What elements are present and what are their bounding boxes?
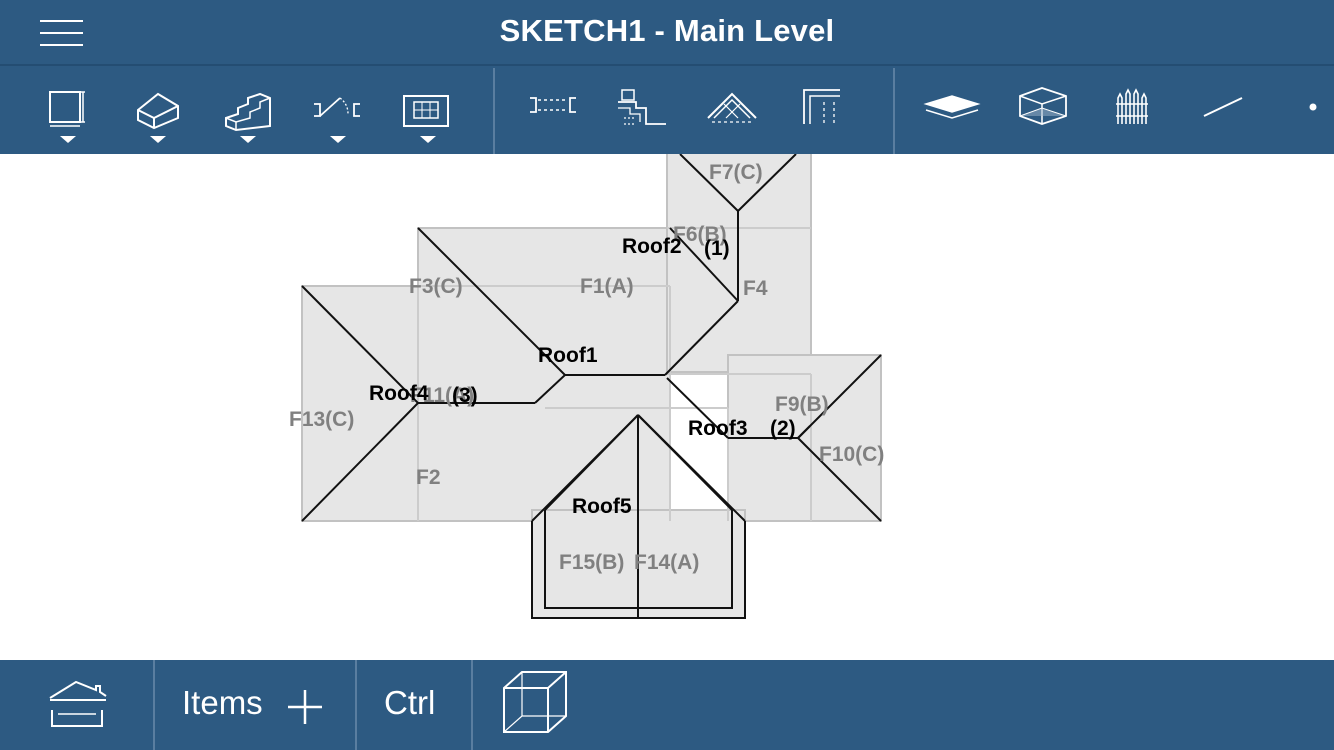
- face-label: F6(B): [673, 223, 727, 246]
- roof-label: Roof5: [572, 495, 632, 518]
- wall-guides: [417, 227, 812, 521]
- face-label: F14(A): [634, 551, 699, 574]
- roof-label: (1): [704, 237, 730, 260]
- door-tool-button[interactable]: [306, 84, 370, 146]
- wall-opening-icon: [530, 97, 576, 113]
- window-tool-button[interactable]: [396, 84, 460, 146]
- ctrl-button[interactable]: Ctrl: [384, 660, 454, 750]
- fence-icon: [1116, 88, 1148, 124]
- face-label: F2: [416, 466, 441, 489]
- title-bar: SKETCH1 - Main Level: [0, 0, 1334, 64]
- roof-label: Roof4: [369, 382, 429, 405]
- roof-label: Roof3: [688, 417, 748, 440]
- dropdown-caret-icon[interactable]: [150, 136, 166, 143]
- roof-tool-icon: [707, 92, 757, 123]
- line-tool-button[interactable]: [1190, 84, 1254, 146]
- point-tool-button[interactable]: [1280, 84, 1330, 146]
- bottom-divider: [471, 660, 473, 750]
- layers-icon: [923, 95, 981, 119]
- door-icon: [314, 97, 360, 117]
- step-wall-tool-button[interactable]: [610, 84, 674, 146]
- bottom-bar: Items Ctrl: [0, 660, 1334, 750]
- stairs-tool-button[interactable]: [216, 84, 280, 146]
- toolbar-divider: [493, 68, 495, 156]
- page-title: SKETCH1 - Main Level: [499, 13, 835, 48]
- dropdown-caret-icon[interactable]: [240, 136, 256, 143]
- corner-wall-icon: [803, 89, 840, 124]
- 3d-block-tool-button[interactable]: [1010, 84, 1074, 146]
- roof-lines: [301, 154, 882, 619]
- roof-tool-button[interactable]: [700, 84, 764, 146]
- corner-wall-tool-button[interactable]: [790, 84, 854, 146]
- step-wall-icon: [618, 89, 666, 125]
- house-icon: [137, 92, 179, 130]
- window-icon: [403, 95, 449, 127]
- bottom-divider: [153, 660, 155, 750]
- 3d-view-button[interactable]: [500, 668, 570, 740]
- items-label: Items: [182, 684, 263, 721]
- face-label: F4: [743, 277, 768, 300]
- face-label: F7(C): [709, 161, 763, 184]
- sketch-canvas[interactable]: F7(C) F6(B) Roof2 (1) F4 F1(A) F3(C) Roo…: [0, 154, 1334, 660]
- dropdown-caret-icon[interactable]: [330, 136, 346, 143]
- roof-label: (3): [452, 384, 478, 407]
- dropdown-caret-icon[interactable]: [60, 136, 76, 143]
- toolbar: [0, 64, 1334, 156]
- toolbar-divider: [893, 68, 895, 156]
- stairs-icon: [225, 92, 271, 132]
- face-label: F10(C): [819, 443, 884, 466]
- plus-icon: [288, 690, 322, 724]
- dropdown-caret-icon[interactable]: [420, 136, 436, 143]
- cube-3d-icon: [1019, 87, 1067, 125]
- house-tool-button[interactable]: [126, 84, 190, 146]
- ctrl-label: Ctrl: [384, 684, 436, 721]
- home-level-button[interactable]: [44, 676, 110, 736]
- wireframe-cube-icon: [503, 671, 567, 733]
- wall-opening-tool-button[interactable]: [520, 84, 584, 146]
- dot-icon: [1309, 103, 1317, 111]
- roof-label: Roof2: [622, 235, 682, 258]
- roof-label: Roof1: [538, 344, 598, 367]
- face-label: F3(C): [409, 275, 463, 298]
- room-icon: [49, 91, 85, 127]
- house-level-icon: [49, 680, 107, 727]
- items-add-button[interactable]: Items: [182, 660, 332, 750]
- face-label: F11(A): [410, 384, 474, 407]
- room-tool-button[interactable]: [36, 84, 100, 146]
- face-label: F1(A): [580, 275, 634, 298]
- sketch-drawing: F7(C) F6(B) Roof2 (1) F4 F1(A) F3(C) Roo…: [289, 154, 884, 619]
- line-icon: [1203, 97, 1243, 117]
- fence-tool-button[interactable]: [1100, 84, 1164, 146]
- hamburger-menu-icon[interactable]: [40, 18, 84, 48]
- face-label: F13(C): [289, 408, 354, 431]
- roof-label: (2): [770, 417, 796, 440]
- layers-tool-button[interactable]: [920, 84, 984, 146]
- face-label: F9(B): [775, 393, 829, 416]
- bottom-divider: [355, 660, 357, 750]
- face-label: F15(B): [559, 551, 624, 574]
